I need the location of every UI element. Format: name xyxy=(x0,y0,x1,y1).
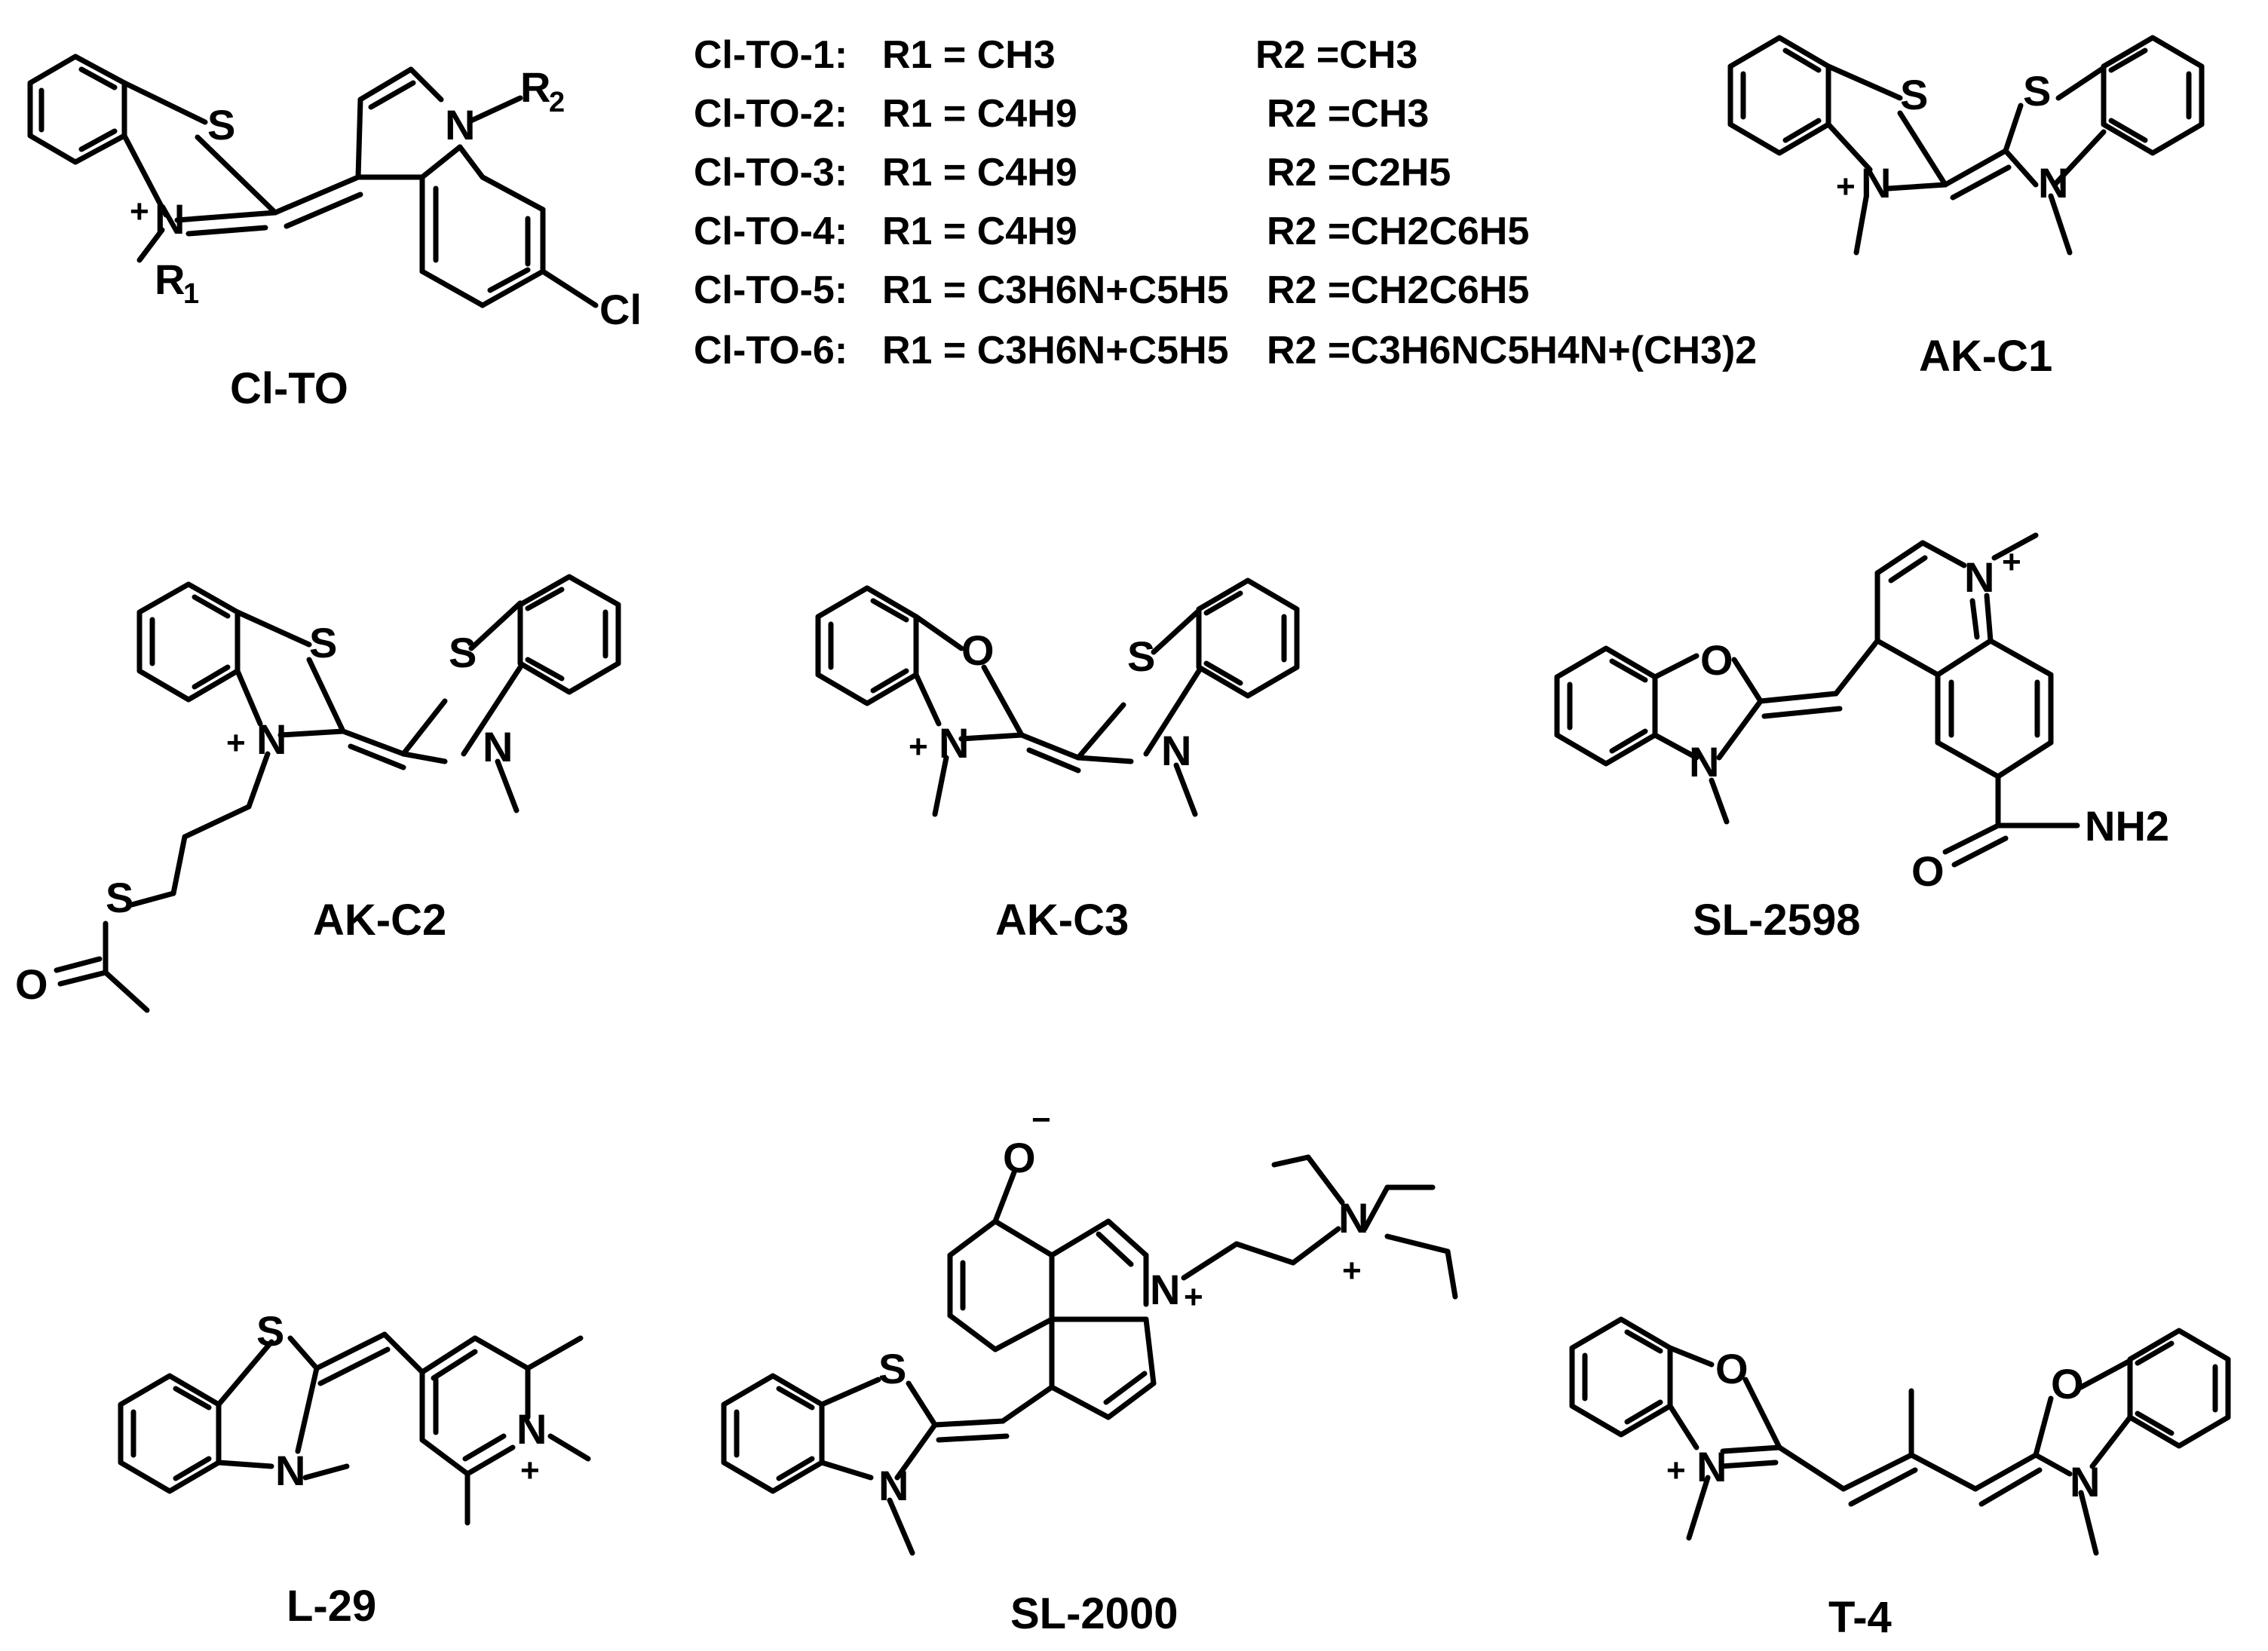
positive-charge: + xyxy=(1184,1279,1203,1316)
table-row: Cl-TO-4: R1 = C4H9 R2 =CH2C6H5 xyxy=(694,210,1529,253)
series-r1: R1 = C3H6N+C5H5 xyxy=(882,268,1229,312)
r2-subscript: 2 xyxy=(549,87,565,118)
series-r1: R1 = C4H9 xyxy=(882,210,1077,253)
series-name: Cl-TO-1: xyxy=(694,33,847,77)
nitrogen-atom: N xyxy=(1689,738,1719,786)
nitrogen-atom: N xyxy=(878,1462,909,1509)
negative-charge: − xyxy=(1031,1101,1051,1138)
series-name: Cl-TO-3: xyxy=(694,151,847,195)
nitrogen-atom: N xyxy=(1861,159,1891,207)
structure-ak-c2: S N + S N S O AK-C2 xyxy=(15,574,621,1013)
compound-label-sl2000: SL-2000 xyxy=(1010,1589,1178,1638)
nitrogen-atom: N xyxy=(483,723,513,770)
nitrogen-atom: N xyxy=(939,719,969,767)
table-row: Cl-TO-2: R1 = C4H9 R2 =CH3 xyxy=(694,92,1429,136)
positive-charge: + xyxy=(1342,1252,1362,1289)
series-r2: R2 =CH2C6H5 xyxy=(1267,210,1529,253)
series-r2: R2 =C2H5 xyxy=(1267,151,1451,195)
r1-subscript: 1 xyxy=(183,278,199,310)
series-r1: R1 = C3H6N+C5H5 xyxy=(882,329,1229,372)
positive-charge: + xyxy=(1666,1452,1686,1489)
sulfur-atom: S xyxy=(207,101,235,149)
series-r2: R2 =C3H6NC5H4N+(CH3)2 xyxy=(1267,329,1757,372)
positive-charge: + xyxy=(226,724,246,761)
table-row: Cl-TO-3: R1 = C4H9 R2 =C2H5 xyxy=(694,151,1451,195)
compound-label-akc1: AK-C1 xyxy=(1919,332,2052,381)
compound-label-akc2: AK-C2 xyxy=(313,896,446,945)
sulfur-atom: S xyxy=(1127,633,1155,680)
r1-group: R xyxy=(155,256,185,303)
chlorine-atom: Cl xyxy=(599,286,642,333)
series-r2: R2 =CH3 xyxy=(1267,92,1429,136)
nitrogen-atom: N xyxy=(1338,1194,1368,1242)
positive-charge: + xyxy=(1836,168,1856,205)
series-r2: R2 =CH2C6H5 xyxy=(1267,268,1529,312)
sulfur-atom: S xyxy=(256,1307,284,1355)
oxygen-atom: O xyxy=(1715,1345,1749,1392)
series-r2: R2 =CH3 xyxy=(1255,33,1418,77)
sulfur-atom: S xyxy=(2023,67,2051,115)
nitrogen-atom: N xyxy=(445,101,475,149)
series-name: Cl-TO-6: xyxy=(694,329,847,372)
oxygen-atom: O xyxy=(1911,847,1945,895)
positive-charge: + xyxy=(130,193,149,230)
oxygen-atom: O xyxy=(1003,1134,1036,1181)
table-row: Cl-TO-5: R1 = C3H6N+C5H5 R2 =CH2C6H5 xyxy=(694,268,1529,312)
oxygen-atom: O xyxy=(15,960,48,1008)
structure-t-4: O N + O N T-4 xyxy=(1569,1316,2231,1642)
sulfur-atom: S xyxy=(1900,71,1928,118)
compound-label-l29: L-29 xyxy=(287,1582,376,1631)
structure-l-29: S N N + L-29 xyxy=(118,1307,591,1631)
nitrogen-atom: N xyxy=(1696,1443,1727,1490)
positive-charge: + xyxy=(2002,544,2021,580)
sulfur-atom: S xyxy=(106,874,133,921)
nitrogen-atom: N xyxy=(2038,159,2068,207)
structure-ak-c3: O N + S N AK-C3 xyxy=(815,577,1300,945)
structure-sl-2598: O N N + O NH2 SL-2598 xyxy=(1554,532,2169,945)
compound-label-t4: T-4 xyxy=(1828,1593,1892,1642)
positive-charge: + xyxy=(520,1452,540,1489)
structure-sl-2000: S N N + O − N + SL-2000 xyxy=(721,1101,1458,1638)
table-row: Cl-TO-1: R1 = CH3 R2 =CH3 xyxy=(694,33,1418,77)
oxygen-atom: O xyxy=(1700,636,1733,684)
series-name: Cl-TO-5: xyxy=(694,268,847,312)
r2-group: R xyxy=(520,63,550,111)
nitrogen-atom: N xyxy=(1964,553,1994,601)
positive-charge: + xyxy=(909,728,928,765)
sulfur-atom: S xyxy=(878,1345,906,1392)
structure-ak-c1: S N + S N AK-C1 xyxy=(1727,35,2205,381)
nitrogen-atom: N xyxy=(256,715,287,763)
compound-label-akc3: AK-C3 xyxy=(995,896,1129,945)
oxygen-atom: O xyxy=(2051,1360,2084,1407)
oxygen-atom: O xyxy=(961,626,995,674)
amide-group: NH2 xyxy=(2085,802,2169,850)
series-name: Cl-TO-4: xyxy=(694,210,847,253)
clto-substituent-table: Cl-TO-1: R1 = CH3 R2 =CH3 Cl-TO-2: R1 = … xyxy=(694,33,1757,372)
nitrogen-atom: N xyxy=(516,1405,547,1453)
sulfur-atom: S xyxy=(449,629,477,676)
series-r1: R1 = C4H9 xyxy=(882,92,1077,136)
nitrogen-atom: N xyxy=(275,1447,305,1494)
series-r1: R1 = CH3 xyxy=(882,33,1056,77)
sulfur-atom: S xyxy=(309,619,337,666)
compound-label-clto: Cl-TO xyxy=(230,364,348,413)
series-r1: R1 = C4H9 xyxy=(882,151,1077,195)
nitrogen-atom: N xyxy=(1161,727,1191,774)
compound-label-sl2598: SL-2598 xyxy=(1693,896,1860,945)
nitrogen-atom: N xyxy=(155,195,185,243)
structure-cl-to: S N + R 1 N R 2 Cl Cl-TO xyxy=(27,54,642,413)
table-row: Cl-TO-6: R1 = C3H6N+C5H5 R2 =C3H6NC5H4N+… xyxy=(694,329,1757,372)
nitrogen-atom: N xyxy=(1150,1266,1180,1313)
nitrogen-atom: N xyxy=(2070,1458,2100,1506)
series-name: Cl-TO-2: xyxy=(694,92,847,136)
